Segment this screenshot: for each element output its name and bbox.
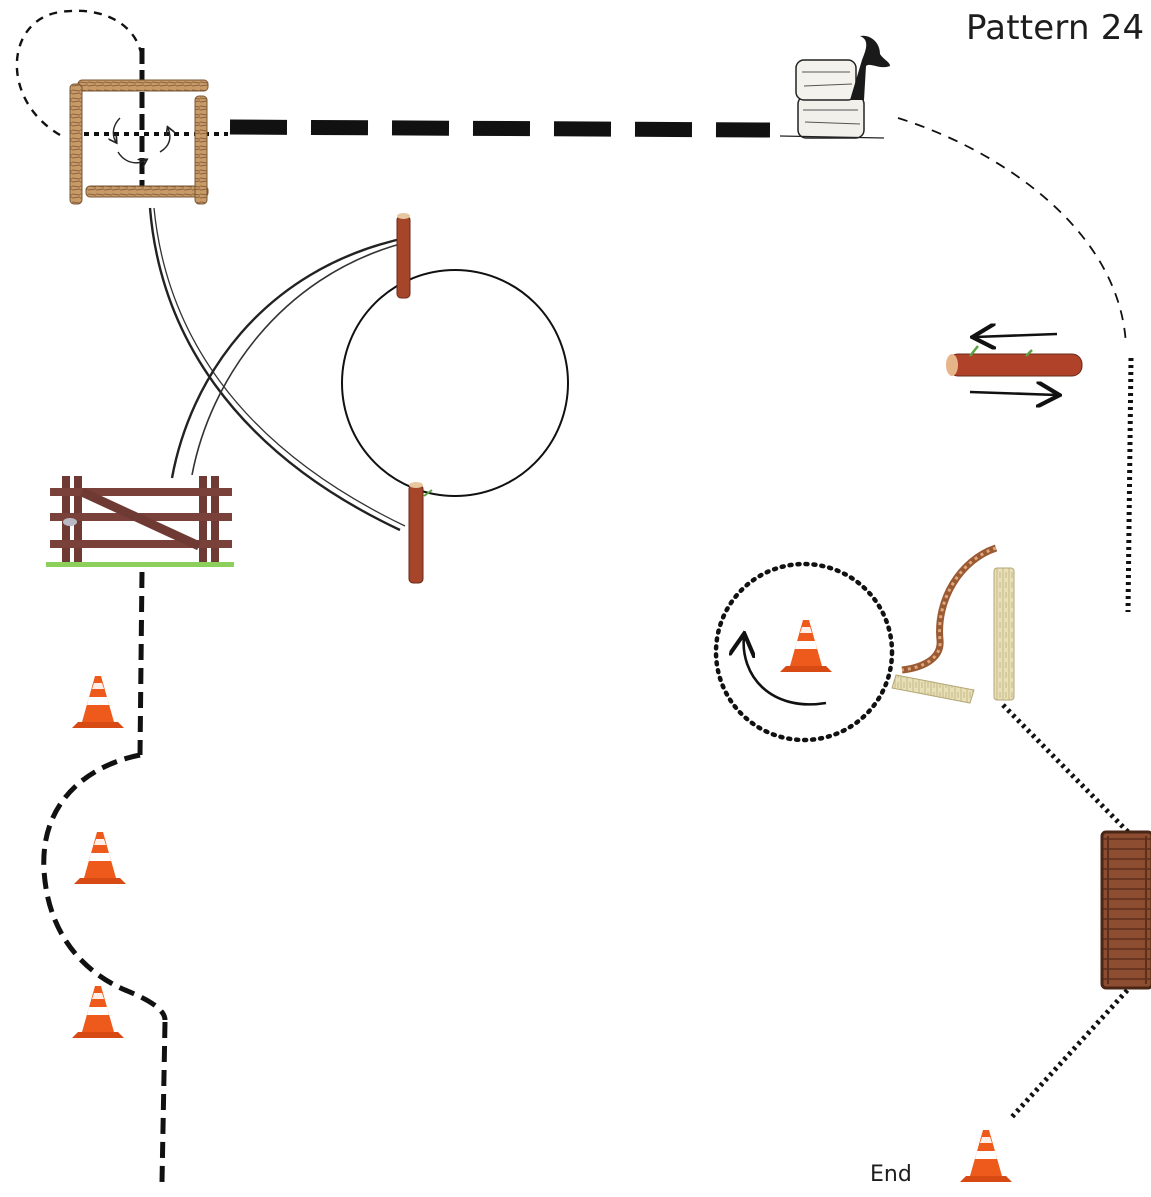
figure-eight-circle [341,269,569,497]
direction-arrows [113,117,1058,706]
traffic-cone-icon [72,620,1012,1182]
figure-eight-stroke-2 [153,207,406,527]
exit-path [159,1021,168,1183]
traffic-cone-icon [72,986,124,1038]
hay-bale-with-horse-head-icon [779,35,890,139]
box-spin-arrow-2 [117,151,146,163]
wooden-bridge-icon [1100,830,1151,990]
figure-eight-stroke-3 [170,236,406,479]
page-title: Pattern 24 [966,8,1145,48]
upright-post-icon [396,213,433,584]
gate-exit-path [137,571,145,756]
right-curve-path [897,117,1127,346]
end-label: End [870,1162,912,1187]
traffic-cone-icon [780,620,832,672]
box-spin-arrow-3 [159,128,170,153]
birch-poles-icon [891,567,1015,704]
arrow-left [975,334,1058,337]
heavy-dashed-path [229,119,771,138]
traffic-cone-icon [72,676,124,728]
traffic-cone-icon [74,832,126,884]
to-end-dotted-path [1009,983,1134,1120]
figure-eight-stroke-1 [148,207,401,532]
right-dotted-path [1125,357,1134,613]
figure-eight-stroke-4 [191,243,401,476]
arrow-right [969,392,1057,395]
serpentine-path [41,752,168,1021]
box-spin-arrow-1 [113,117,121,142]
traffic-cone-icon [960,1130,1012,1182]
start-loop-path [15,9,144,137]
ranch-gate-icon [46,476,234,567]
to-bridge-dotted-path [1001,703,1134,838]
cone-dotted-circle [713,561,895,743]
course-path [15,9,1134,1183]
log-pole-icon [946,345,1083,377]
square-log-box-icon [69,79,209,205]
counter-clockwise-arrow [744,636,827,706]
rope-icon [901,544,998,674]
